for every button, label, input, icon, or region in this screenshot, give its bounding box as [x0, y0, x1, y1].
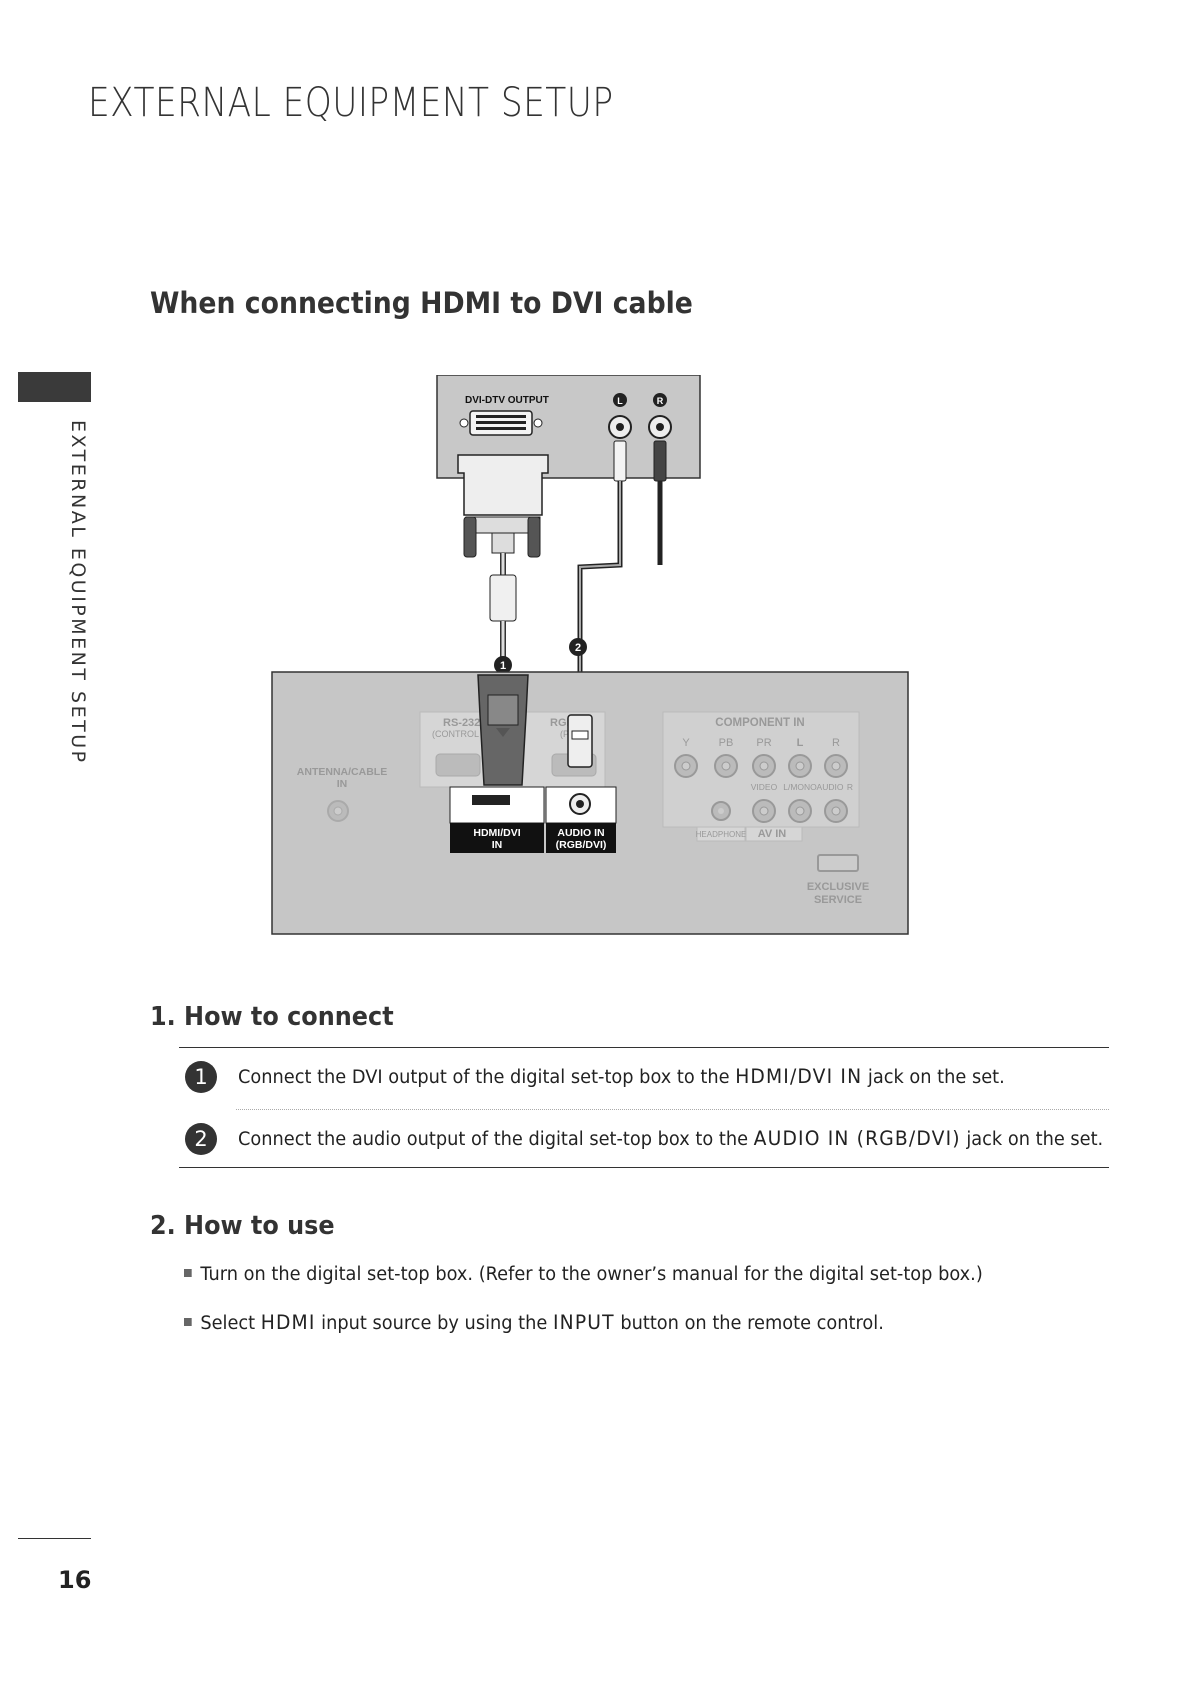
footer-rule — [18, 1538, 91, 1539]
sidebar-tab-marker — [18, 372, 91, 402]
component-pr-label: PR — [756, 737, 771, 749]
how-to-connect-heading: 1. How to connect — [150, 1002, 394, 1032]
component-pb-label: PB — [719, 737, 734, 749]
exclusive-service-label: EXCLUSIVE — [807, 881, 869, 893]
callout-1: 1 — [500, 660, 506, 672]
lmono-label: L/MONO — [783, 782, 817, 792]
hdmi-dvi-in-keyword: HDMI/DVI IN — [735, 1065, 863, 1088]
audio-in-sub-label: (RGB/DVI) — [556, 839, 607, 851]
step-2-number: 2 — [185, 1123, 217, 1155]
how-to-use-heading: 2. How to use — [150, 1211, 335, 1241]
step-separator — [236, 1109, 1109, 1110]
dvi-output-label: DVI-DTV OUTPUT — [465, 395, 549, 406]
divider-top — [179, 1047, 1109, 1048]
page-title: EXTERNAL EQUIPMENT SETUP — [88, 80, 614, 126]
av-in-label: AV IN — [758, 828, 787, 840]
exclusive-service-port — [817, 854, 859, 872]
rs232-label: RS-232 — [443, 717, 480, 729]
step-1-number: 1 — [185, 1061, 217, 1093]
connection-diagram: DVI-DTV OUTPUT L R 1 2 RS-232 (CONTROL &… — [270, 375, 910, 935]
audio-label: AUDIO — [817, 782, 844, 792]
use-bullet-1: Turn on the digital set-top box. (Refer … — [184, 1264, 983, 1285]
antenna-label: ANTENNA/CABLE — [297, 766, 387, 778]
hdmi-dvi-in-label: HDMI/DVI — [473, 827, 520, 839]
dvi-plug — [457, 454, 549, 516]
input-keyword: INPUT — [552, 1311, 615, 1334]
headphone-label: HEADPHONE — [696, 830, 747, 839]
video-label: VIDEO — [751, 782, 778, 792]
sidebar-chapter-label: EXTERNAL EQUIPMENT SETUP — [67, 420, 89, 765]
divider-bottom — [179, 1167, 1109, 1168]
section-title: When connecting HDMI to DVI cable — [150, 286, 693, 320]
use-bullet-2: Select HDMI input source by using the IN… — [184, 1311, 884, 1334]
rs232-sub-label: (CONTROL & — [432, 729, 487, 739]
audio-in-keyword: AUDIO IN (RGB/DVI) — [753, 1127, 961, 1150]
hdmi-dvi-in-label-in: IN — [492, 839, 503, 851]
stb-left-label: L — [617, 396, 623, 406]
stb-right-label: R — [657, 396, 664, 406]
exclusive-service-label-2: SERVICE — [814, 894, 862, 906]
component-in-label: COMPONENT IN — [715, 717, 804, 729]
component-l-label: L — [797, 737, 804, 749]
audio-r-label: R — [847, 782, 853, 792]
step-2-text: Connect the audio output of the digital … — [238, 1127, 1104, 1150]
hdmi-keyword: HDMI — [260, 1311, 316, 1334]
step-1-text: Connect the DVI output of the digital se… — [238, 1065, 1005, 1088]
callout-2: 2 — [575, 642, 581, 654]
page-number: 16 — [58, 1566, 92, 1594]
component-y-label: Y — [682, 737, 690, 749]
audio-in-label: AUDIO IN — [557, 827, 604, 839]
antenna-label-in: IN — [337, 778, 348, 790]
component-r-label: R — [832, 737, 840, 749]
